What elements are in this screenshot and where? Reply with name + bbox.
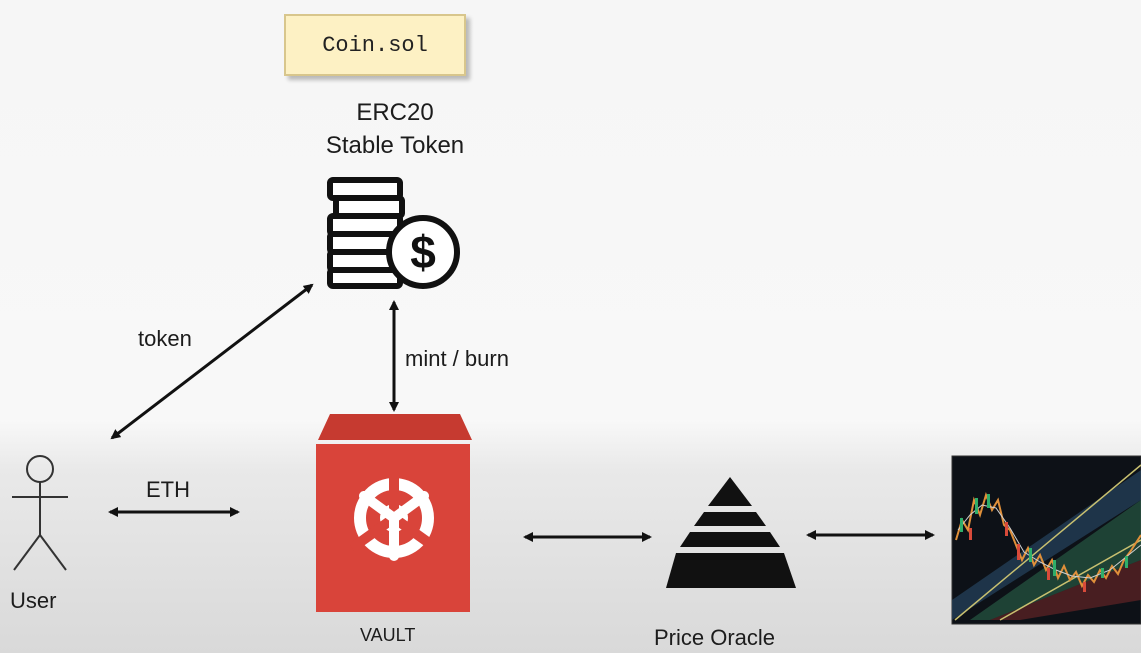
vault-label: VAULT bbox=[360, 625, 416, 645]
user-label: User bbox=[10, 588, 57, 613]
coin-stack-dollar-icon: $ bbox=[327, 177, 460, 289]
token-arrow bbox=[110, 283, 314, 440]
price-oracle-label: Price Oracle bbox=[654, 625, 776, 650]
contract-file-name: Coin.sol bbox=[322, 32, 428, 58]
pyramid-icon bbox=[666, 477, 796, 588]
token-title: ERC20 Stable Token bbox=[290, 96, 500, 162]
price-chart-icon bbox=[951, 455, 1141, 625]
token-title-line2: Stable Token bbox=[325, 132, 465, 159]
vault-icon bbox=[316, 414, 472, 612]
svg-text:$: $ bbox=[410, 226, 436, 278]
token-edge-label: token bbox=[138, 326, 192, 351]
token-title-line1: ERC20 bbox=[356, 99, 434, 126]
user-actor-icon bbox=[12, 455, 68, 571]
contract-file-note: Coin.sol bbox=[284, 14, 466, 76]
mint-burn-edge-label: mint / burn bbox=[405, 346, 509, 371]
eth-edge-label: ETH bbox=[146, 477, 190, 502]
